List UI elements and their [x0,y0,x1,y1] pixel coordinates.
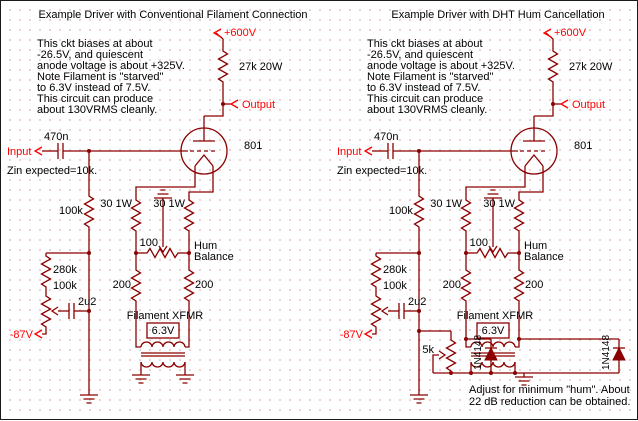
circuit-title-left: Example Driver with Conventional Filamen… [38,9,307,21]
diode-1n4148-right [519,338,626,373]
hum-cancellation-network: 5k 1N4148 1N4148 [417,329,630,408]
left-circuit: Example Driver with Conventional Filamen… [7,9,308,403]
left-transformer-grounds [131,362,195,384]
adjust-note-line1: Adjust for minimum "hum". About [469,384,630,396]
hum-pot-5k-label: 5k [422,344,434,356]
hum-pot-5k [432,336,457,374]
junction-dots [417,329,521,375]
diode-left-label: 1N4148 [473,335,484,370]
diode-right-label: 1N4148 [601,335,612,370]
adjust-note-line2: 22 dB reduction can be obtained. [469,396,630,408]
circuit-title-right: Example Driver with DHT Hum Cancellation [391,9,604,21]
right-circuit: Example Driver with DHT Hum Cancellation… [337,9,630,408]
diode-1n4148-left [466,338,498,373]
